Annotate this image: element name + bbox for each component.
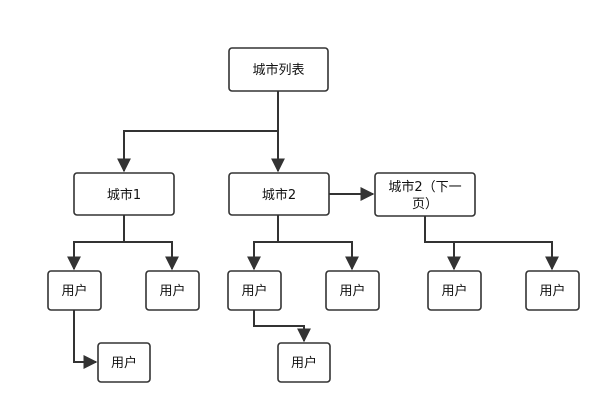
edge-user-a-user-e (73, 310, 98, 369)
edge-root-city1 (117, 91, 279, 173)
node-label: 用户 (241, 283, 267, 299)
node-label-line-1: 城市2（下一 (388, 179, 461, 195)
edge-next-page-user-h (454, 241, 559, 271)
node-box (97, 342, 151, 383)
node-user-g: 用户 (427, 270, 482, 311)
edge-city1-user-b (124, 241, 179, 271)
node-box (277, 342, 331, 383)
node-box (145, 270, 200, 311)
node-box (325, 270, 380, 311)
node-user-c: 用户 (227, 270, 282, 311)
node-user-b: 用户 (145, 270, 200, 311)
node-city-2-next-page: 城市2（下一 页） (374, 172, 476, 217)
node-label: 城市列表 (252, 62, 304, 78)
node-user-h: 用户 (525, 270, 580, 311)
node-label-line-2: 页） (412, 197, 438, 212)
node-box (525, 270, 580, 311)
node-user-a: 用户 (47, 270, 102, 311)
node-label: 用户 (159, 283, 185, 299)
node-user-f: 用户 (277, 342, 331, 383)
node-user-e: 用户 (97, 342, 151, 383)
node-label: 用户 (441, 283, 467, 299)
node-label: 城市2 (262, 187, 296, 203)
edges (67, 91, 559, 369)
node-city-2: 城市2 (228, 172, 330, 216)
node-label: 城市1 (107, 187, 141, 203)
node-label: 用户 (339, 283, 365, 299)
node-box (228, 47, 329, 92)
node-city-1: 城市1 (73, 172, 175, 216)
node-box (227, 270, 282, 311)
edge-city1-user-a (67, 215, 125, 271)
node-label: 用户 (61, 283, 87, 299)
node-box (47, 270, 102, 311)
node-label: 用户 (291, 355, 317, 371)
node-box (427, 270, 482, 311)
edge-city2-user-d (278, 241, 359, 271)
edge-city2-user-c (247, 215, 279, 271)
node-box (374, 172, 476, 217)
edge-next-page-user-g (424, 216, 461, 271)
node-box (228, 172, 330, 216)
edge-user-c-user-f (253, 310, 311, 343)
node-box (73, 172, 175, 216)
node-label: 用户 (539, 283, 565, 299)
node-label: 用户 (111, 355, 137, 371)
node-city-list: 城市列表 (228, 47, 329, 92)
node-user-d: 用户 (325, 270, 380, 311)
